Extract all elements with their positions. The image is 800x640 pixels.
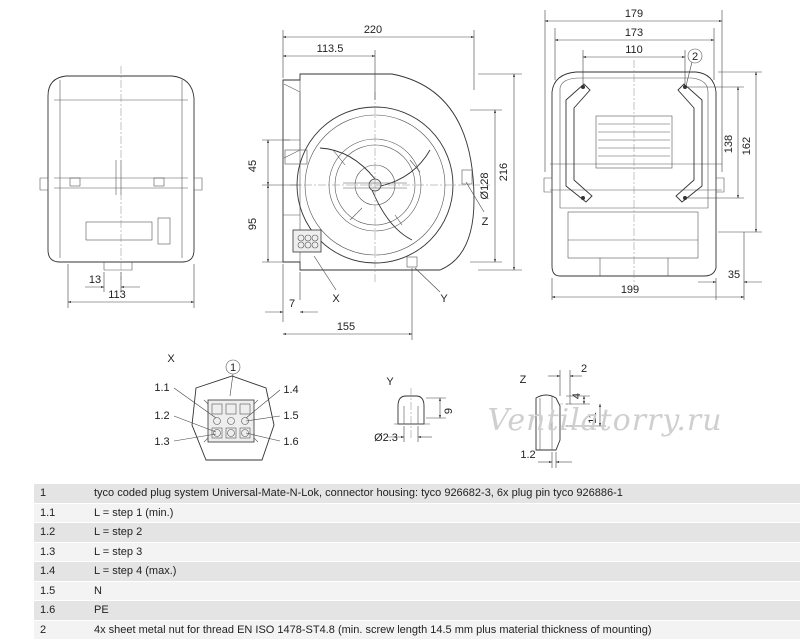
detail-y: Y 9 Ø2.3 <box>374 376 455 444</box>
dim-220: 220 <box>364 24 382 36</box>
dim-4: 4 <box>571 393 583 399</box>
dim-173: 173 <box>625 27 643 39</box>
pin-label-1-1: 1.1 <box>154 382 169 394</box>
watermark: Ventilatorry.ru <box>487 403 722 438</box>
dim-1-2: 1.2 <box>520 449 535 461</box>
dim-95: 95 <box>247 218 259 230</box>
dim-128: Ø128 <box>479 173 491 200</box>
dim-2-3: Ø2.3 <box>374 432 398 444</box>
legend-text: tyco coded plug system Universal-Mate-N-… <box>88 484 800 504</box>
legend-text: 4x sheet metal nut for thread EN ISO 147… <box>88 620 800 640</box>
legend-text: L = step 2 <box>88 522 800 543</box>
detail-y-label: Y <box>386 376 394 388</box>
dim-45: 45 <box>247 160 259 172</box>
front-view <box>282 73 490 282</box>
callout-2: 2 <box>692 51 698 63</box>
dim-2: 2 <box>581 363 587 375</box>
dim-11: 11 <box>587 412 599 423</box>
dim-110: 110 <box>625 44 643 56</box>
dim-138: 138 <box>723 135 735 153</box>
legend-key: 1 <box>34 484 88 504</box>
legend-text: N <box>88 581 800 601</box>
side-view-left <box>39 66 203 280</box>
dim-155: 155 <box>337 321 355 333</box>
label-z: Z <box>482 216 489 228</box>
legend-text: L = step 4 (max.) <box>88 561 800 582</box>
dim-9: 9 <box>443 408 455 414</box>
pin-label-1-2: 1.2 <box>154 410 169 422</box>
pin-label-1-3: 1.3 <box>154 436 169 448</box>
dim-113: 113 <box>108 289 126 301</box>
legend-key: 1.6 <box>34 600 88 621</box>
callout-1: 1 <box>230 362 236 374</box>
dim-199: 199 <box>621 284 639 296</box>
detail-z: Z 2 4 11 1.2 <box>520 363 606 468</box>
front-view-dimensions: 220 113.5 45 95 Ø128 216 7 155 X Y Z <box>247 24 522 340</box>
dim-7: 7 <box>289 298 295 310</box>
legend-key: 1.3 <box>34 542 88 562</box>
rear-view-dimensions: 179 173 110 2 138 162 35 199 <box>544 8 762 300</box>
dim-113-5: 113.5 <box>317 43 344 55</box>
legend-key: 1.2 <box>34 522 88 543</box>
technical-drawing: 13 113 220 113.5 45 95 <box>39 8 762 468</box>
dim-162: 162 <box>741 137 753 155</box>
legend-key: 1.5 <box>34 581 88 601</box>
legend-text: L = step 1 (min.) <box>88 503 800 523</box>
label-x: X <box>332 293 340 305</box>
dim-35: 35 <box>728 269 740 281</box>
pin-label-1-6: 1.6 <box>283 436 298 448</box>
pin-label-1-4: 1.4 <box>283 384 298 396</box>
legend-key: 1.1 <box>34 503 88 523</box>
dim-179: 179 <box>625 8 643 20</box>
legend-text: L = step 3 <box>88 542 800 562</box>
detail-z-label: Z <box>520 374 527 386</box>
detail-x-label: X <box>167 353 175 365</box>
label-y: Y <box>440 293 448 305</box>
legend-key: 2 <box>34 620 88 640</box>
legend-text: PE <box>88 600 800 621</box>
dim-216: 216 <box>498 163 510 181</box>
left-view-dimensions: 13 113 <box>67 264 195 308</box>
pin-label-1-5: 1.5 <box>283 410 298 422</box>
legend-key: 1.4 <box>34 561 88 582</box>
rear-view <box>543 60 725 290</box>
detail-x-connector: X 1 1.1 1.2 1.3 1.4 1.5 1.6 <box>154 353 299 461</box>
dim-13: 13 <box>89 274 101 286</box>
